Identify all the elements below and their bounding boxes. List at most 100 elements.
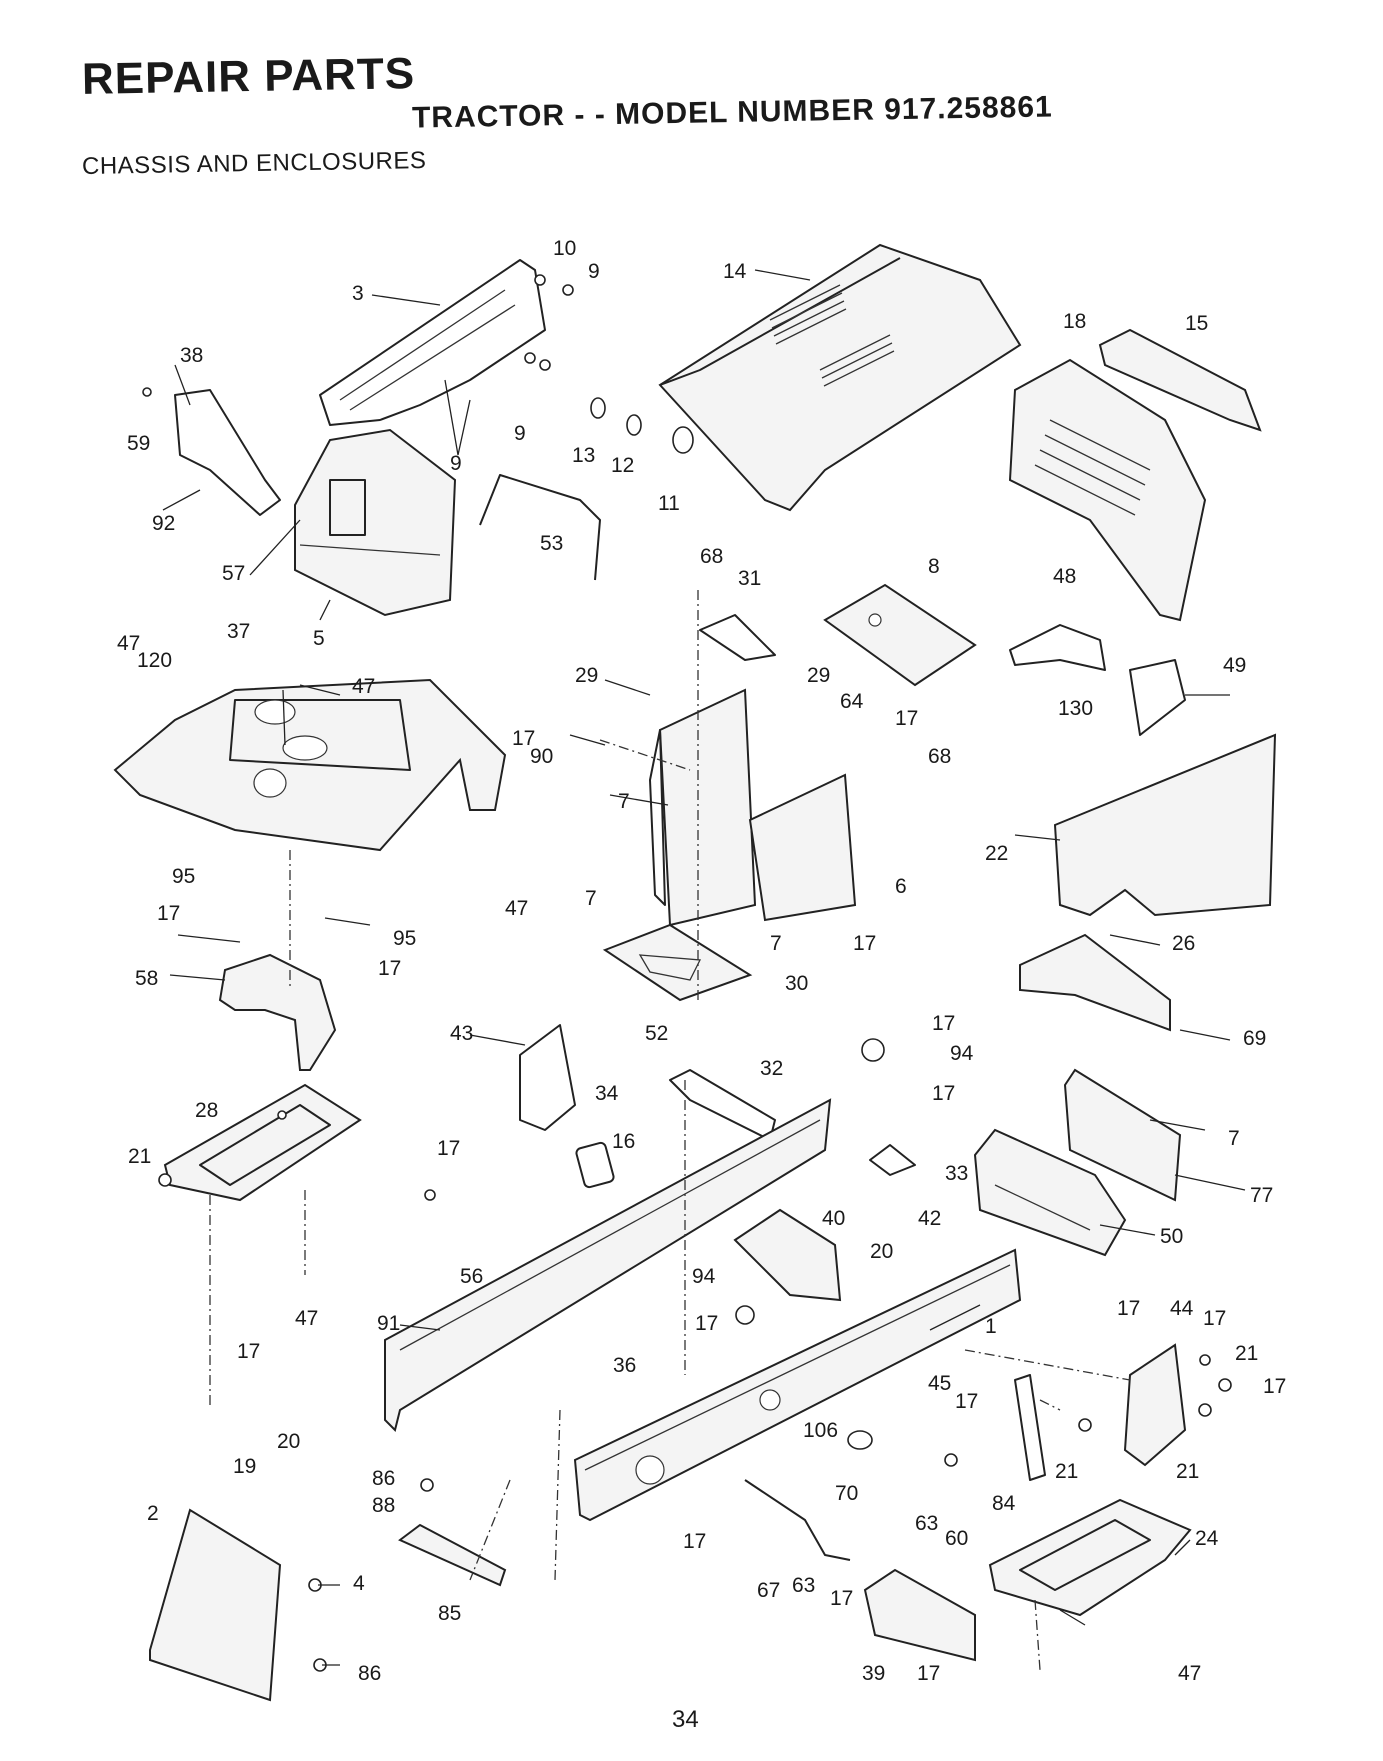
part-70-spring-hook [847,1430,873,1450]
callout-17q: 17 [917,1662,940,1685]
page-number: 34 [672,1706,699,1733]
callout-58: 58 [135,967,158,990]
callout-4: 4 [353,1572,365,1595]
callout-84: 84 [992,1492,1016,1515]
callout-17f: 17 [932,1012,955,1035]
callout-29: 29 [575,664,598,687]
callout-56: 56 [460,1265,483,1288]
callout-47c: 47 [505,897,528,920]
callout-60: 60 [945,1527,968,1550]
callout-30: 30 [785,972,808,995]
callout-17o: 17 [683,1530,706,1553]
callout-15: 15 [1185,312,1208,335]
assembly-lines [209,590,1131,1671]
callout-50: 50 [1160,1225,1183,1248]
callout-33: 33 [945,1162,968,1185]
callout-17m: 17 [955,1390,978,1413]
part-39-bracket [863,1568,976,1662]
callout-95b: 95 [393,927,416,950]
part-2-plate [149,1508,282,1702]
callout-47e: 47 [1178,1662,1201,1685]
callout-63: 63 [915,1512,938,1535]
callout-40: 40 [822,1207,845,1230]
part-77-plate [1063,1068,1182,1202]
part-5-fuel-tank [294,428,457,617]
callout-21: 21 [128,1145,151,1168]
callout-21d: 21 [1176,1460,1199,1483]
part-3-dash-panel [319,259,546,426]
part-37-fender-pan [113,678,507,852]
part-33-bracket [869,1144,916,1176]
callout-11: 11 [658,492,680,515]
part-14-hood [658,243,1022,512]
callout-17: 17 [895,707,918,730]
callout-31: 31 [738,567,761,590]
part-85-bracket [398,1523,507,1587]
callout-8: 8 [928,555,940,578]
callout-88: 88 [372,1494,395,1517]
part-50-panel [973,1128,1127,1257]
callout-130: 130 [1058,697,1093,720]
callout-53: 53 [540,532,563,555]
callout-12: 12 [611,454,634,477]
callout-17j: 17 [1203,1307,1226,1330]
callout-59: 59 [127,432,150,455]
callout-2: 2 [147,1502,159,1525]
part-92-bracket [174,389,281,516]
callout-7c: 7 [770,932,782,955]
part-58-bracket [218,953,337,1071]
callout-6: 6 [895,875,907,898]
part-69-plate [1019,933,1171,1032]
callout-7d: 7 [1228,1127,1240,1150]
callout-24: 24 [1195,1527,1219,1550]
callout-14: 14 [723,260,747,283]
part-84-bracket [1014,1374,1046,1481]
callout-26: 26 [1172,932,1195,955]
callout-21b: 21 [1235,1342,1258,1365]
callout-48: 48 [1053,565,1076,588]
callout-13: 13 [572,444,595,467]
callout-17c: 17 [157,902,180,925]
callout-28: 28 [195,1099,218,1122]
part-49-bracket [1129,659,1186,736]
part-40-bracket [733,1208,842,1302]
callout-32: 32 [760,1057,783,1080]
callout-38: 38 [180,344,203,367]
callout-68b: 68 [928,745,951,768]
callout-17h: 17 [437,1137,460,1160]
part-6-dash-panel-assembly [649,688,857,927]
callout-77: 77 [1250,1184,1273,1207]
callout-37: 37 [227,620,250,643]
callout-43: 43 [450,1022,473,1045]
callout-17g: 17 [932,1082,955,1105]
callout-95: 95 [172,865,195,888]
part-43-bracket [519,1024,576,1131]
callout-90: 90 [530,745,553,768]
callout-45: 45 [928,1372,951,1395]
part-1-right-frame-rail [573,1248,1022,1522]
callout-49: 49 [1223,654,1246,677]
callout-18: 18 [1063,310,1086,333]
callout-17e: 17 [853,932,876,955]
part-34-bracket [669,1069,776,1141]
callout-17i: 17 [1117,1297,1140,1320]
callout-19: 19 [233,1455,256,1478]
leader-lines [162,269,1246,1666]
callout-120: 120 [137,649,172,672]
callout-47d: 47 [295,1307,318,1330]
part-31-bracket [699,614,776,661]
callout-69: 69 [1243,1027,1266,1050]
part-13-12-11-hood-pivot [590,397,694,454]
callout-94b: 94 [692,1265,716,1288]
callout-57: 57 [222,562,245,585]
callout-20b: 20 [277,1430,300,1453]
callout-67: 67 [757,1579,780,1602]
part-91-left-frame-rail [384,1098,832,1432]
callout-63b: 63 [792,1574,815,1597]
callout-44: 44 [1170,1297,1194,1320]
callout-68: 68 [700,545,723,568]
callout-52: 52 [645,1022,668,1045]
callout-47: 47 [117,632,140,655]
callout-7b: 7 [585,887,597,910]
callout-64: 64 [840,690,864,713]
